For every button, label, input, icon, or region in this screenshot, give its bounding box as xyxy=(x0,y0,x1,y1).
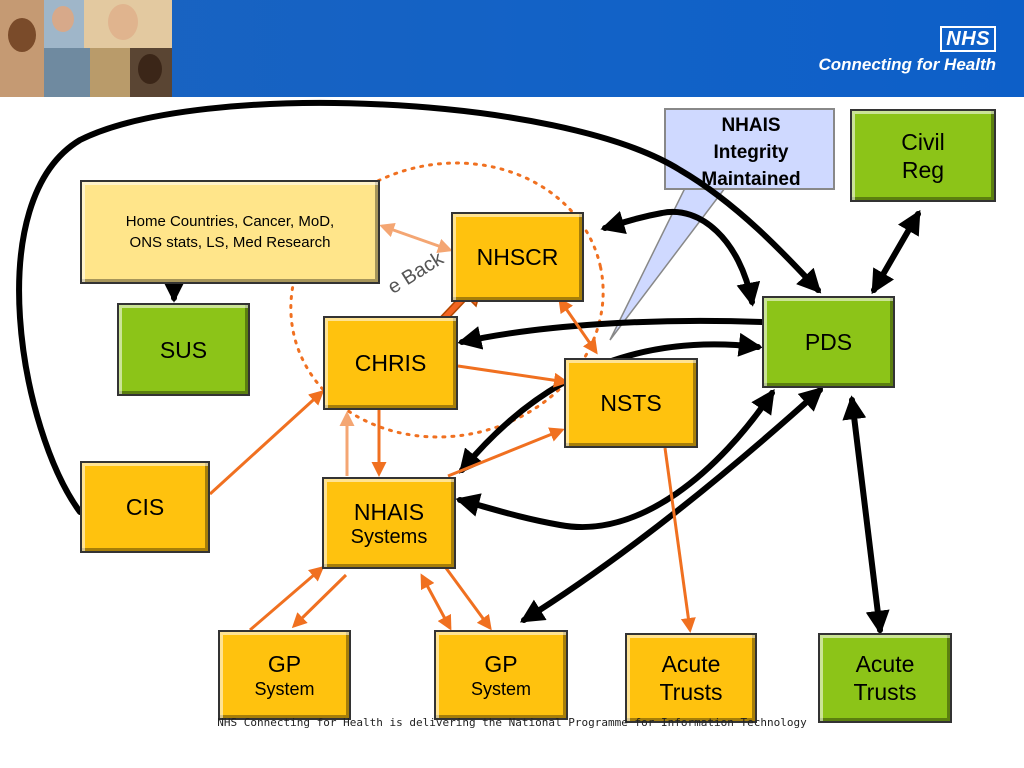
callout-line2: Integrity xyxy=(713,142,789,163)
home-countries-box: Home Countries, Cancer, MoD, ONS stats, … xyxy=(80,180,380,284)
arrow-gp1-to-nhais xyxy=(249,566,325,632)
gp2-label: GP xyxy=(484,651,518,677)
nhais-integrity-callout: NHAIS Integrity Maintained xyxy=(668,112,834,193)
arrow-civil-pds xyxy=(871,209,921,295)
acute-yellow-line1: Acute xyxy=(661,651,721,677)
gp-system-box-1: GP System xyxy=(218,630,351,720)
sus-label: SUS xyxy=(159,336,208,363)
gp-system-box-2: GP System xyxy=(434,630,568,720)
acute-trusts-green-box: Acute Trusts xyxy=(818,633,952,723)
pds-box: PDS xyxy=(762,296,895,388)
chris-label: CHRIS xyxy=(354,350,427,376)
civil-reg-box: Civil Reg xyxy=(850,109,996,202)
acute-yellow-line2: Trusts xyxy=(659,679,723,705)
callout-line1: NHAIS xyxy=(721,115,781,136)
arrow-nhscr-nsts xyxy=(558,297,598,355)
nhscr-label: NHSCR xyxy=(476,244,559,270)
arrow-cis-to-chris xyxy=(208,389,325,496)
gp2-sub-label: System xyxy=(470,679,531,699)
arrow-nhais-gp2 xyxy=(420,573,452,631)
home-countries-line1: Home Countries, Cancer, MoD, xyxy=(125,213,335,230)
arrow-nsts-to-acute xyxy=(663,447,696,633)
civil-reg-line2: Reg xyxy=(901,156,945,183)
chris-box: CHRIS xyxy=(323,316,458,410)
nhais-systems-box: NHAIS Systems xyxy=(322,477,456,569)
sus-box: SUS xyxy=(117,303,250,396)
acute-green-line2: Trusts xyxy=(853,679,917,705)
acute-green-line1: Acute xyxy=(855,651,915,677)
arrow-pds-nhscr xyxy=(600,208,761,307)
cis-label: CIS xyxy=(125,494,165,520)
civil-reg-line1: Civil xyxy=(901,128,945,155)
arrow-chris-to-nsts xyxy=(457,364,569,388)
pds-label: PDS xyxy=(804,329,853,355)
arrow-pds-gp xyxy=(519,386,824,623)
gp1-sub-label: System xyxy=(254,679,315,699)
footer-text: NHS Connecting for Health is delivering … xyxy=(217,716,807,729)
nhais-sub-label: Systems xyxy=(350,526,428,548)
cis-box: CIS xyxy=(80,461,210,553)
nhais-label: NHAIS xyxy=(353,499,425,525)
nsts-label: NSTS xyxy=(600,390,662,416)
arrow-pds-acute xyxy=(842,395,890,635)
staff-photo-collage xyxy=(0,0,172,97)
acute-trusts-yellow-box: Acute Trusts xyxy=(625,633,757,723)
arrow-nhais-to-gp1 xyxy=(291,573,348,629)
header-banner: NHS Connecting for Health xyxy=(0,0,1024,97)
home-countries-line2: ONS stats, LS, Med Research xyxy=(129,234,331,251)
arrow-nhais-to-nsts xyxy=(447,427,565,478)
logo-tagline: Connecting for Health xyxy=(818,55,996,74)
gp1-label: GP xyxy=(267,651,302,677)
arrow-nhscr-home xyxy=(379,222,453,254)
arrow-nhais-to-gp2 xyxy=(444,567,492,631)
nhscr-box: NHSCR xyxy=(451,212,584,302)
callout-line3: Maintained xyxy=(701,169,801,190)
nhs-cfh-logo: NHS Connecting for Health xyxy=(818,26,996,75)
arrow-pds-to-chris xyxy=(457,317,765,350)
arrow-cis-to-pds xyxy=(16,99,822,515)
nsts-box: NSTS xyxy=(564,358,698,448)
nhs-badge: NHS xyxy=(940,26,996,52)
